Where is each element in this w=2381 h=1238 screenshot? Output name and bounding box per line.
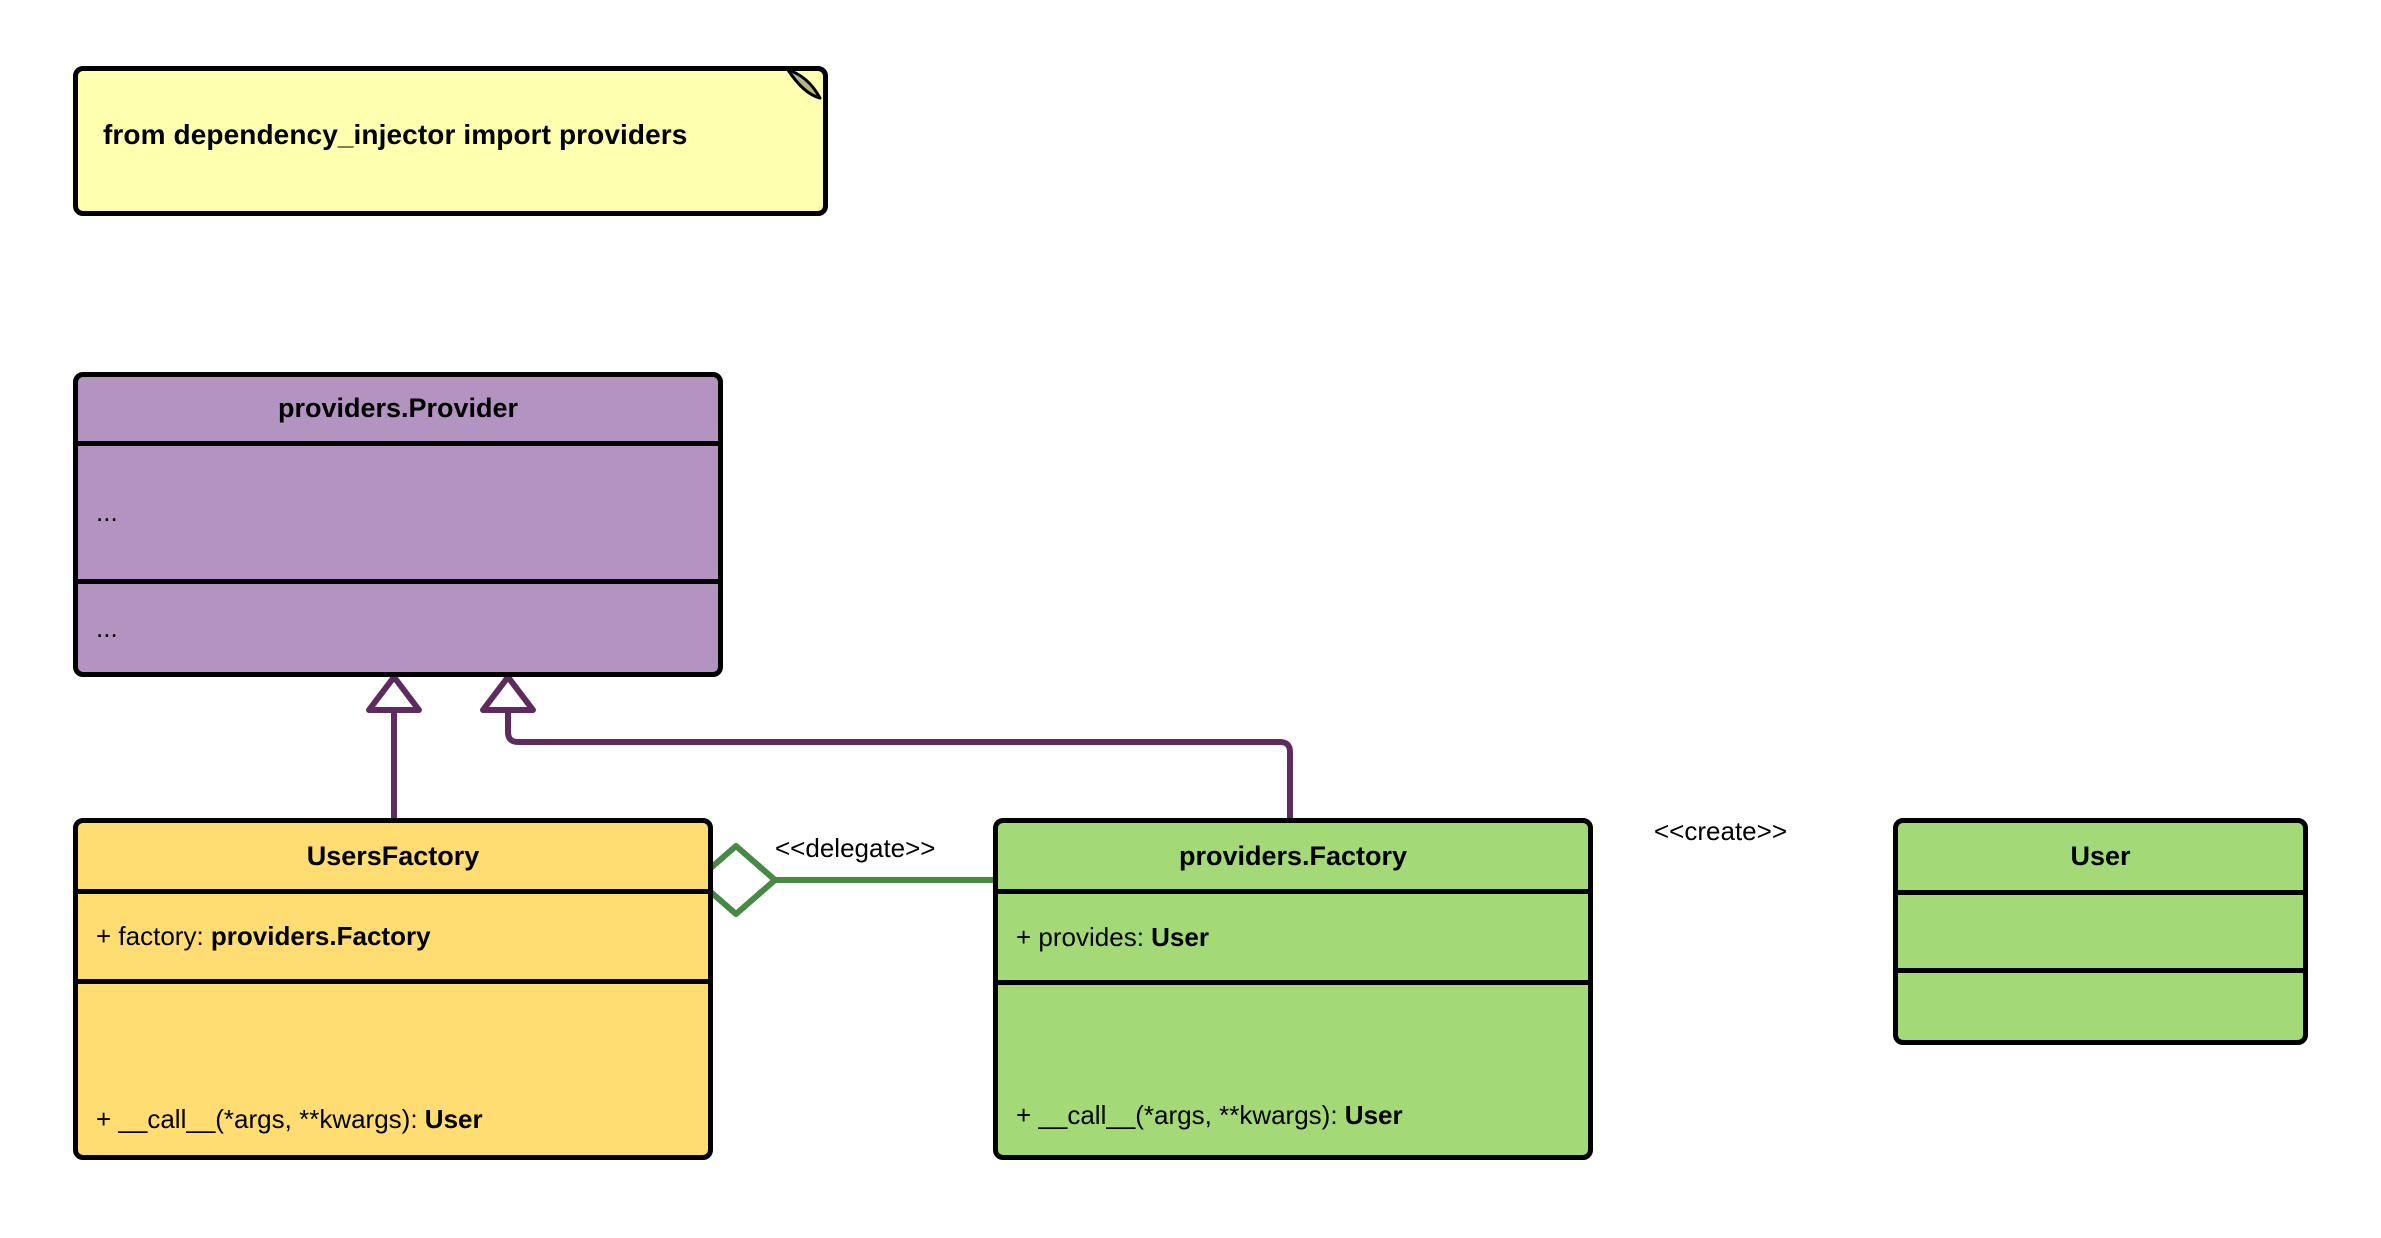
edge-label-create: <<create>>	[1654, 816, 1787, 846]
note-import: from dependency_injector import provider…	[73, 66, 828, 216]
method-label: __call__(*args, **kwargs):	[1038, 1100, 1338, 1130]
attribute-label: factory:	[118, 920, 204, 951]
method-type: User	[1344, 1100, 1403, 1130]
class-providers-factory[interactable]: providers.Factory + provides: User + __c…	[993, 818, 1593, 1160]
class-attributes: ...	[78, 446, 718, 584]
class-providers-provider[interactable]: providers.Provider ... ...	[73, 372, 723, 677]
class-usersfactory[interactable]: UsersFactory + factory: providers.Factor…	[73, 818, 713, 1160]
edge-label-delegate: <<delegate>>	[775, 833, 936, 863]
attribute-visibility: +	[1016, 921, 1032, 952]
class-title: UsersFactory	[78, 823, 708, 895]
generalization-factory-to-provider[interactable]	[480, 674, 1293, 818]
class-methods	[1898, 973, 2303, 1040]
class-methods: ...	[78, 584, 718, 672]
class-title: User	[1898, 823, 2303, 895]
generalization-usersfactory-to-provider[interactable]	[366, 674, 422, 818]
class-attributes: + provides: User	[998, 894, 1588, 986]
class-attributes: + factory: providers.Factory	[78, 894, 708, 984]
attribute-type: providers.Factory	[210, 920, 431, 951]
method-ellipsis: ...	[96, 612, 118, 643]
class-methods: + __call__(*args, **kwargs): User	[78, 984, 708, 1156]
class-user[interactable]: User	[1893, 818, 2308, 1045]
note-text: from dependency_injector import provider…	[103, 119, 688, 150]
attribute-ellipsis: ...	[96, 497, 118, 528]
class-attributes	[1898, 895, 2303, 973]
class-title: providers.Factory	[998, 823, 1588, 895]
attribute-label: provides:	[1038, 921, 1144, 952]
attribute-type: User	[1151, 921, 1209, 952]
class-methods: + __call__(*args, **kwargs): User	[998, 985, 1588, 1155]
class-title: providers.Provider	[78, 377, 718, 446]
attribute-visibility: +	[96, 920, 112, 951]
method-label: __call__(*args, **kwargs):	[118, 1104, 418, 1134]
method-visibility: +	[1016, 1100, 1032, 1130]
method-type: User	[424, 1104, 483, 1134]
note-fold-icon	[786, 68, 822, 100]
method-visibility: +	[96, 1104, 112, 1134]
